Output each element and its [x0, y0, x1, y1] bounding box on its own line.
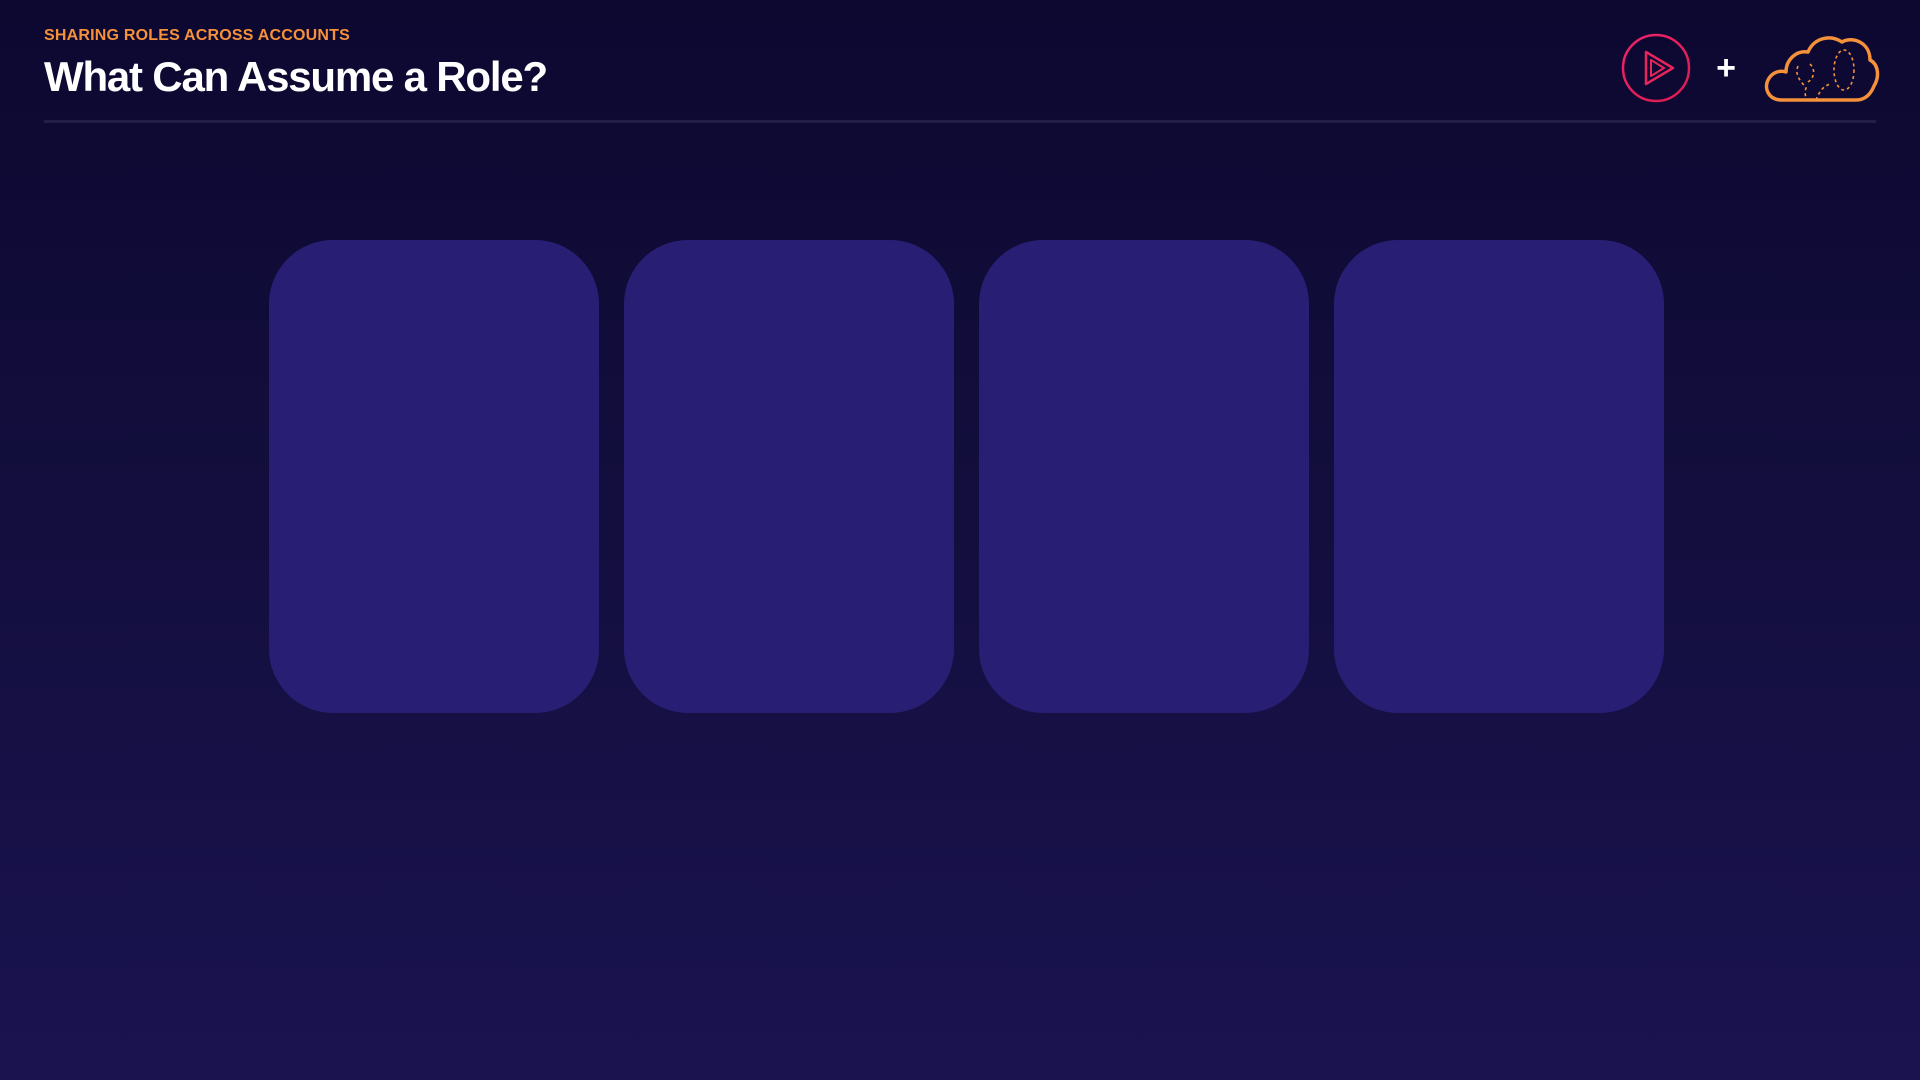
card-row	[269, 240, 1664, 713]
plus-sign: +	[1716, 49, 1736, 87]
pluralsight-play-icon	[1621, 33, 1691, 103]
slide-header: SHARING ROLES ACROSS ACCOUNTS What Can A…	[44, 26, 548, 102]
slide-title: What Can Assume a Role?	[44, 53, 548, 100]
logo-group: +	[1620, 30, 1880, 106]
card-2	[624, 240, 954, 713]
header-divider	[44, 120, 1876, 123]
card-3	[979, 240, 1309, 713]
card-1	[269, 240, 599, 713]
cloud-icon	[1764, 36, 1880, 102]
card-4	[1334, 240, 1664, 713]
section-subtitle: SHARING ROLES ACROSS ACCOUNTS	[44, 27, 350, 44]
